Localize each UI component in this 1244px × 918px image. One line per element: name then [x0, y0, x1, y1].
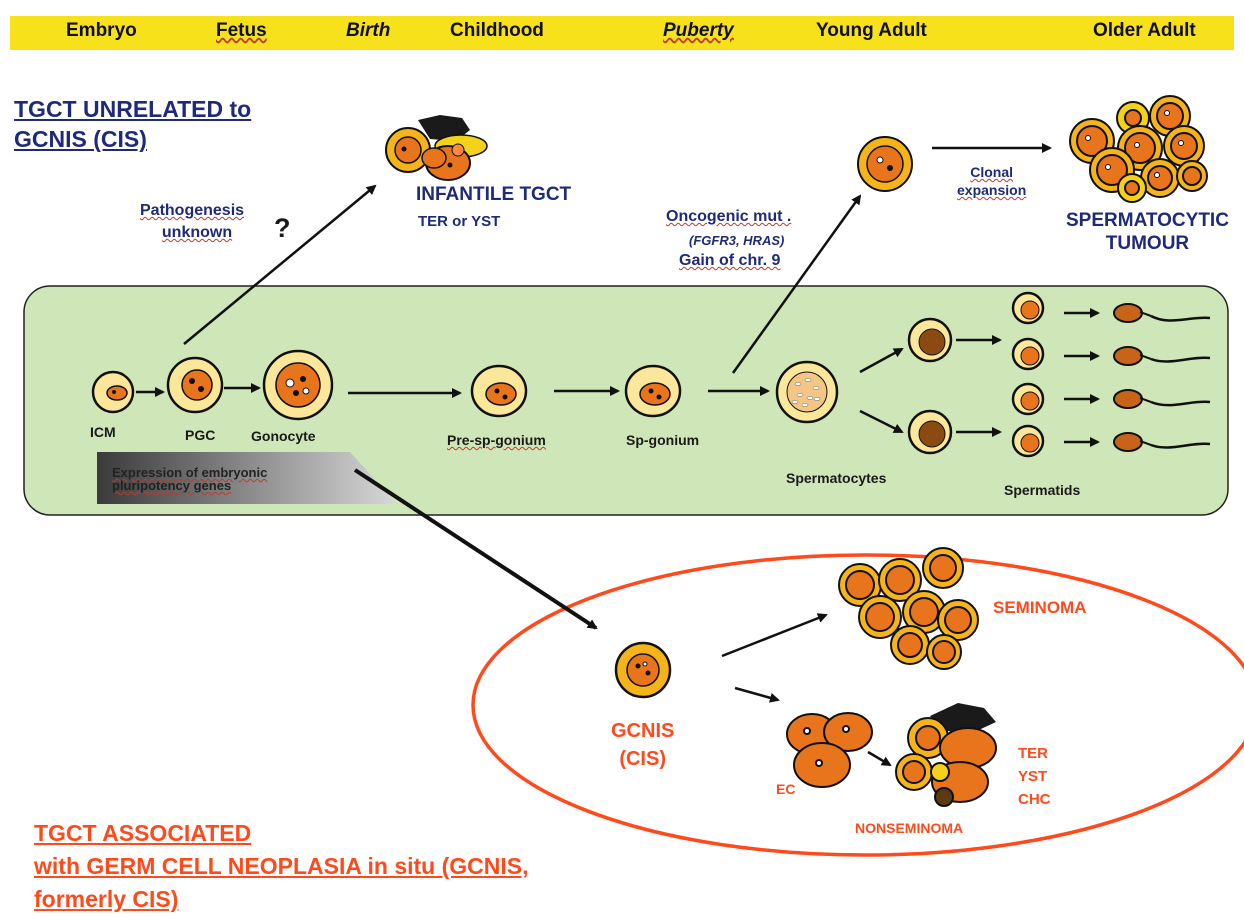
cell-icm [91, 370, 135, 414]
pathway-arrows [183, 143, 1052, 767]
icm-label: ICM [90, 424, 116, 440]
fgfr3-hras-label: (FGFR3, HRAS) [689, 233, 785, 248]
sperm-group [1113, 303, 1211, 452]
associated-heading: TGCT ASSOCIATED with GERM CELL NEOPLASIA… [34, 820, 529, 912]
development-arrows [136, 308, 1100, 447]
pgc-label: PGC [185, 427, 216, 443]
infantile-tgct-label: INFANTILE TGCT [416, 184, 572, 205]
nonseminoma-label: NONSEMINOMA [855, 820, 964, 836]
cell-pgc [166, 356, 224, 414]
cell-spermatocyte-secondary-upper [907, 317, 953, 363]
pre-sp-gonium-label: Pre-sp-gonium [447, 432, 546, 448]
spermatocytes-label: Spermatocytes [786, 470, 887, 486]
ter-or-yst-label: TER or YST [418, 213, 501, 230]
clonal-expansion-label: Clonal expansion [957, 164, 1027, 198]
life-stage-bar [10, 16, 1234, 50]
spermatocytic-tumour-label: SPERMATOCYTIC TUMOUR [1066, 210, 1229, 254]
infantile-tgct-cells [385, 115, 488, 181]
spermatocytic-tumour-cluster [1069, 95, 1208, 203]
stage-puberty: Puberty [663, 20, 734, 41]
yst-label: YST [1018, 768, 1048, 785]
young-adult-spermatocytic-cell [857, 136, 913, 192]
nonseminoma-subtypes: TER YST CHC [1018, 742, 1051, 811]
stage-young-adult: Young Adult [816, 20, 927, 41]
cell-gonocyte [262, 349, 334, 421]
cell-spermatocyte-secondary-lower [907, 409, 953, 455]
expression-gradient [97, 452, 397, 504]
cell-spermatocyte-primary [775, 360, 839, 424]
stage-childhood: Childhood [450, 20, 544, 41]
nonseminoma-cluster [895, 703, 997, 807]
gcnis-associated-ellipse [471, 553, 1244, 857]
gain-chr9-label: Gain of chr. 9 [679, 252, 781, 269]
question-mark: ? [274, 213, 291, 243]
stage-older-adult: Older Adult [1093, 20, 1196, 41]
ter-label: TER [1018, 745, 1048, 762]
gcnis-label: GCNIS (CIS) [611, 720, 675, 770]
oncogenic-mut-label: Oncogenic mut . [666, 208, 792, 225]
stage-birth: Birth [346, 20, 391, 41]
chc-label: CHC [1018, 791, 1051, 808]
gonocyte-label: Gonocyte [251, 428, 316, 444]
sp-gonium-label: Sp-gonium [626, 432, 700, 448]
seminoma-label: SEMINOMA [993, 598, 1087, 617]
stage-embryo: Embryo [66, 20, 137, 41]
pathogenesis-label: Pathogenesis unknown [140, 202, 245, 241]
unrelated-heading: TGCT UNRELATED to GCNIS (CIS) [14, 96, 252, 152]
ec-label: EC [776, 781, 796, 797]
gcnis-cell [614, 641, 672, 699]
stage-fetus: Fetus [216, 20, 267, 41]
expression-label: Expression of embryonic pluripotency gen… [112, 465, 268, 493]
cell-pre-sp-gonium [470, 364, 528, 418]
seminoma-cluster [838, 547, 979, 670]
spermatid-group [1011, 291, 1045, 458]
ec-cluster [786, 712, 873, 788]
spermatids-label: Spermatids [1004, 482, 1081, 498]
cell-sp-gonium [624, 364, 682, 418]
